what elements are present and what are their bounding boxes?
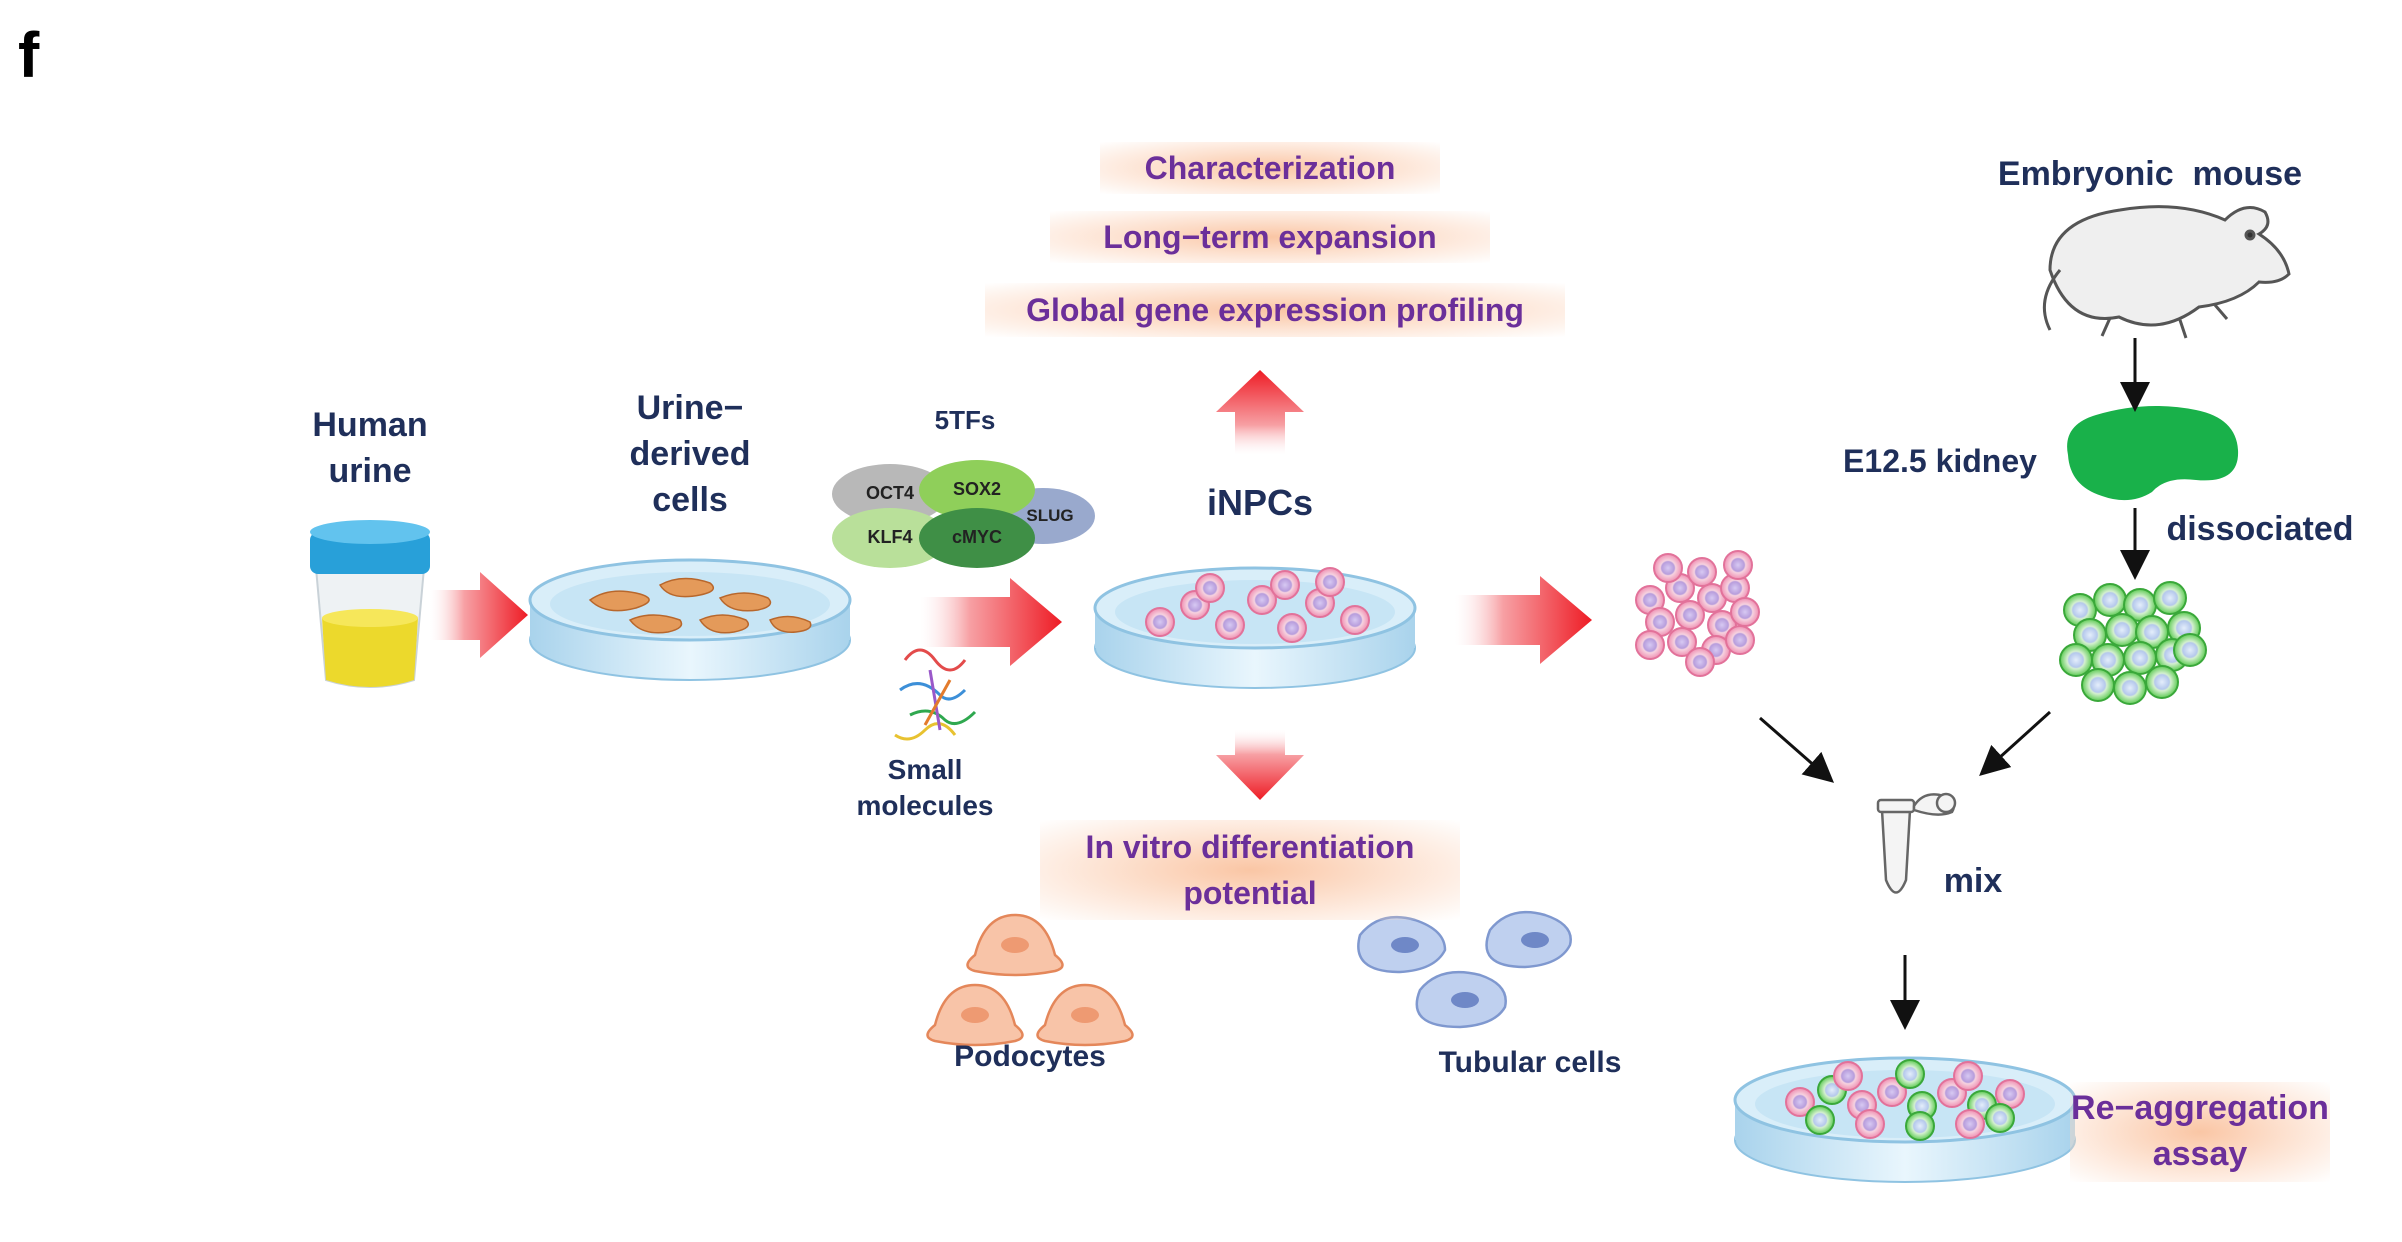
kidney-cell xyxy=(2059,643,2093,677)
inpc-cell xyxy=(1340,605,1370,635)
inpc-cell xyxy=(1667,627,1697,657)
mixed-cell xyxy=(1785,1087,1815,1117)
tf-oct4: OCT4 xyxy=(865,483,914,503)
flow-arrow xyxy=(1759,716,1835,783)
dissociated-label: dissociated xyxy=(2166,510,2354,548)
tf-sox2: SOX2 xyxy=(952,479,1002,499)
tf-klf4: KLF4 xyxy=(867,527,913,547)
tf-cmyc: cMYC xyxy=(951,527,1002,547)
podocytes-label: Podocytes xyxy=(954,1040,1106,1073)
tfs-title: 5TFs xyxy=(934,405,996,435)
mixed-cell xyxy=(1833,1061,1863,1091)
process-arrow xyxy=(920,578,1062,666)
petri-dish-icon xyxy=(528,558,852,681)
kidney-cell xyxy=(2105,613,2139,647)
process-arrow xyxy=(1216,730,1304,800)
characterization-box: Characterization xyxy=(1100,142,1440,194)
kidney-cell xyxy=(2081,668,2115,702)
mixed-cell xyxy=(1855,1109,1885,1139)
inpc-cell xyxy=(1723,550,1753,580)
inpc-cell xyxy=(1315,567,1345,597)
panel-letter: f xyxy=(18,19,40,91)
tubular-cell-icon xyxy=(1357,910,1572,1029)
urine-cup-icon xyxy=(310,520,430,688)
microtube-icon xyxy=(1876,792,1957,894)
process-arrow xyxy=(1455,576,1592,664)
kidney-cell xyxy=(2173,633,2207,667)
mouse-icon xyxy=(2042,205,2291,339)
petri-dish-icon xyxy=(1093,566,1417,689)
inpc-cell xyxy=(1687,557,1717,587)
mixed-cell xyxy=(1877,1077,1907,1107)
inpc-cell xyxy=(1725,625,1755,655)
inpc-cell xyxy=(1195,573,1225,603)
mixed-cell xyxy=(1905,1111,1935,1141)
podocyte-icon xyxy=(926,913,1134,1047)
mix-label: mix xyxy=(1943,862,2003,900)
protein-structure-icon xyxy=(894,648,977,741)
kidney-cell xyxy=(2153,581,2187,615)
process-arrow xyxy=(1216,370,1304,455)
long-term-expansion-box: Long−term expansion xyxy=(1050,211,1490,263)
embryonic-mouse-label: Embryonic mouse xyxy=(1997,155,2303,193)
mixed-cell xyxy=(1953,1061,1983,1091)
process-arrow xyxy=(430,572,528,658)
inpc-cell xyxy=(1675,600,1705,630)
inpc-cell xyxy=(1145,607,1175,637)
inpc-cell xyxy=(1635,630,1665,660)
tf-slug: SLUG xyxy=(1026,506,1074,525)
mouse-cell-cluster xyxy=(2059,581,2207,705)
global-gene-expression-box: Global gene expression profiling xyxy=(985,283,1565,337)
flow-arrow xyxy=(1979,710,2052,777)
inpc-cell xyxy=(1270,570,1300,600)
mixed-cell xyxy=(1955,1109,1985,1139)
inpc-cell xyxy=(1277,613,1307,643)
inpc-cell xyxy=(1215,610,1245,640)
inpc-cell xyxy=(1730,597,1760,627)
tubular-cells-label: Tubular cells xyxy=(1438,1046,1622,1079)
kidney-cell xyxy=(2145,665,2179,699)
e125-kidney-label: E12.5 kidney xyxy=(1843,443,2037,479)
mixed-cell xyxy=(1805,1105,1835,1135)
kidney-cell xyxy=(2113,671,2147,705)
mixed-cell xyxy=(1895,1059,1925,1089)
mixed-cell xyxy=(1985,1103,2015,1133)
kidney-cell xyxy=(2093,583,2127,617)
tf-cluster xyxy=(832,460,1095,568)
inpc-cell xyxy=(1653,553,1683,583)
inpc-cell xyxy=(1685,647,1715,677)
inpcs-label: iNPCs xyxy=(1206,482,1314,523)
petri-dish-icon xyxy=(1733,1056,2077,1183)
inpc-cell-cluster xyxy=(1635,550,1760,677)
inpc-cell xyxy=(1247,585,1277,615)
kidney-icon xyxy=(2067,406,2239,501)
